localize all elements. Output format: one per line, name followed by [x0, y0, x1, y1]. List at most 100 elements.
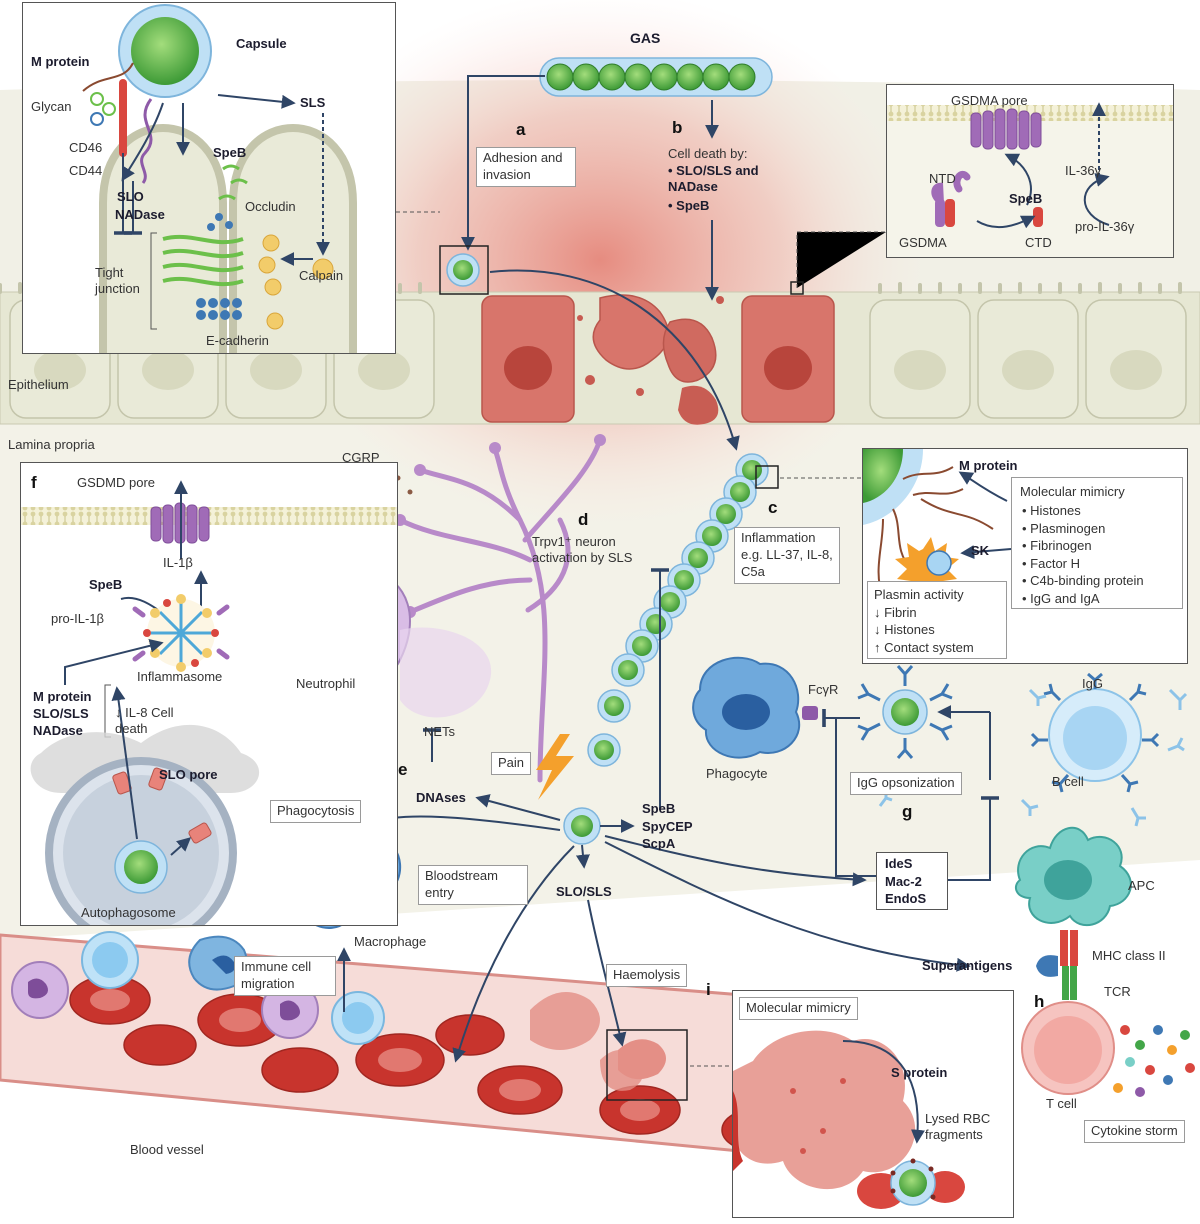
macrophage-label: Macrophage: [354, 934, 427, 949]
inset-gsdma: GSDMA pore NTD SpeB IL-36γ GSDMA CTD pro…: [886, 84, 1174, 258]
inflammasome: [132, 594, 230, 672]
slo-pore-label: SLO pore: [159, 767, 218, 782]
capsule-label: Capsule: [236, 36, 287, 51]
pro-il36-label: pro-IL-36γ: [1075, 219, 1135, 234]
gsdma-pore-label: GSDMA pore: [951, 93, 1028, 108]
cytokine-dots: [1113, 1025, 1195, 1097]
mimicry-box: Molecular mimicry • Histones • Plasminog…: [1011, 477, 1183, 609]
igg-label: IgG: [1082, 676, 1103, 691]
glycan-label: Glycan: [31, 99, 72, 114]
label-d: d: [578, 510, 589, 529]
label-b: b: [672, 118, 683, 137]
gsdmd-pore-label: GSDMD pore: [77, 475, 156, 490]
lamina-propria-label: Lamina propria: [8, 437, 95, 452]
adhesion-label: Adhesion and invasion: [476, 147, 576, 187]
label-a: a: [516, 120, 526, 139]
mimicry-item: • Plasminogen: [1022, 520, 1106, 536]
cd44-label: CD44: [69, 163, 103, 178]
plasmin-box: Plasmin activity ↓ Fibrin ↓ Histones ↑ C…: [867, 581, 1007, 659]
factor-m-protein: M protein: [33, 689, 92, 704]
ntd-label: NTD: [929, 171, 956, 186]
igg-opsonization-label: IgG opsonization: [850, 772, 962, 795]
factor-nadase: NADase: [33, 723, 83, 738]
label-g: g: [902, 802, 913, 821]
molecular-mimicry-label: Molecular mimicry: [739, 997, 858, 1020]
trpv1-neuron: [397, 437, 603, 783]
bloodstream-label: Bloodstream entry: [418, 865, 528, 905]
m-protein-label: M protein: [31, 54, 90, 69]
label-c: c: [768, 498, 778, 517]
t-cell: [1021, 1001, 1115, 1095]
protease-item: SpyCEP: [642, 818, 693, 834]
label-i: i: [706, 980, 711, 999]
gas-chain-lamina: [587, 453, 769, 767]
tcr-label: TCR: [1104, 984, 1131, 999]
protease-list: SpeB SpyCEP ScpA: [642, 800, 693, 853]
effects-label: ↓ IL-8 Cell death: [115, 705, 174, 737]
b-cell-label: B cell: [1052, 774, 1084, 789]
plasmin-item: ↓ Fibrin: [874, 604, 917, 620]
cell-death-title: Cell death by:: [668, 146, 748, 161]
mimicry-title: Molecular mimicry: [1020, 484, 1125, 499]
infected-epithelium: [481, 294, 835, 425]
inset-adhesion: Capsule M protein Glycan CD46 CD44 SpeB …: [22, 2, 396, 354]
cell-death-item: • SpeB: [668, 198, 710, 213]
enzyme-box: IdeS Mac-2 EndoS: [876, 852, 948, 910]
il1b-label: IL-1β: [163, 555, 193, 570]
inset-i-art: [733, 1030, 965, 1209]
ctd-label: CTD: [1025, 235, 1052, 250]
label-e: e: [398, 760, 408, 779]
sk-label: SK: [971, 543, 990, 558]
superantigens-label: Superantigens: [922, 958, 1013, 973]
b-cell: [1020, 672, 1188, 827]
speb-label-f: SpeB: [89, 577, 123, 592]
inset-gsdma-art: [887, 102, 1173, 257]
il36-label: IL-36γ: [1065, 163, 1102, 178]
pro-il1b-label: pro-IL-1β: [51, 611, 104, 626]
gas-chain: [539, 57, 773, 97]
phagocytosis-label: Phagocytosis: [270, 800, 362, 823]
superantigen-icon: [1036, 955, 1058, 977]
gas-label: GAS: [630, 30, 661, 46]
apc-cell: [1014, 826, 1132, 926]
speb-label-2: SpeB: [1009, 191, 1043, 206]
gsdma-label: GSDMA: [899, 235, 947, 250]
ecadherin-label: E-cadherin: [206, 333, 269, 348]
phagocyte: [692, 656, 818, 759]
inset-adhesion-art: [82, 4, 357, 353]
plasmin-item: ↓ Histones: [874, 622, 935, 638]
enzyme-item: EndoS: [885, 891, 927, 907]
inset-f: f GSDMD pore IL-1β SpeB pro-IL-1β Inflam…: [20, 462, 398, 926]
mimicry-item: • Fibrinogen: [1022, 538, 1092, 554]
slo-sls-label: SLO/SLS: [556, 884, 612, 899]
cytokine-storm-label: Cytokine storm: [1084, 1120, 1185, 1143]
opsonized-gas: [857, 665, 953, 759]
autophagosome-label: Autophagosome: [81, 905, 176, 920]
pain-bolt-icon: [536, 734, 574, 800]
blood-vessel-label: Blood vessel: [130, 1142, 204, 1157]
calpain-label: Calpain: [299, 268, 344, 283]
cgrp-label: CGRP: [342, 450, 380, 465]
s-protein-label: S protein: [891, 1065, 948, 1080]
fcgr-label: FcγR: [808, 682, 839, 697]
enzyme-item: Mac-2: [885, 873, 922, 889]
inflammation-label: Inflammation e.g. LL-37, IL-8, C5a: [734, 527, 840, 584]
speb-label: SpeB: [213, 145, 247, 160]
apc-label: APC: [1128, 878, 1155, 893]
label-f: f: [31, 473, 37, 492]
haemolysis-label: Haemolysis: [606, 964, 688, 987]
plasmin-item: ↑ Contact system: [874, 639, 974, 655]
plasmin-title: Plasmin activity: [874, 587, 964, 602]
inset-f-art: [21, 480, 397, 925]
occludin-label: Occludin: [245, 199, 296, 214]
trpv1-label: Trpv1⁺ neuron activation by SLS: [532, 534, 633, 566]
pain-label: Pain: [491, 752, 532, 775]
cd46-label: CD46: [69, 140, 103, 155]
m-protein-label-c: M protein: [959, 458, 1018, 473]
mimicry-list: • Histones • Plasminogen • Fibrinogen • …: [1022, 502, 1144, 607]
lysed-rbc-label: Lysed RBC fragments: [925, 1111, 991, 1143]
nadase-label: NADase: [115, 207, 165, 222]
mimicry-item: • Factor H: [1022, 555, 1081, 571]
protease-item: ScpA: [642, 836, 676, 852]
tight-junction-label: Tight junction: [95, 265, 140, 297]
